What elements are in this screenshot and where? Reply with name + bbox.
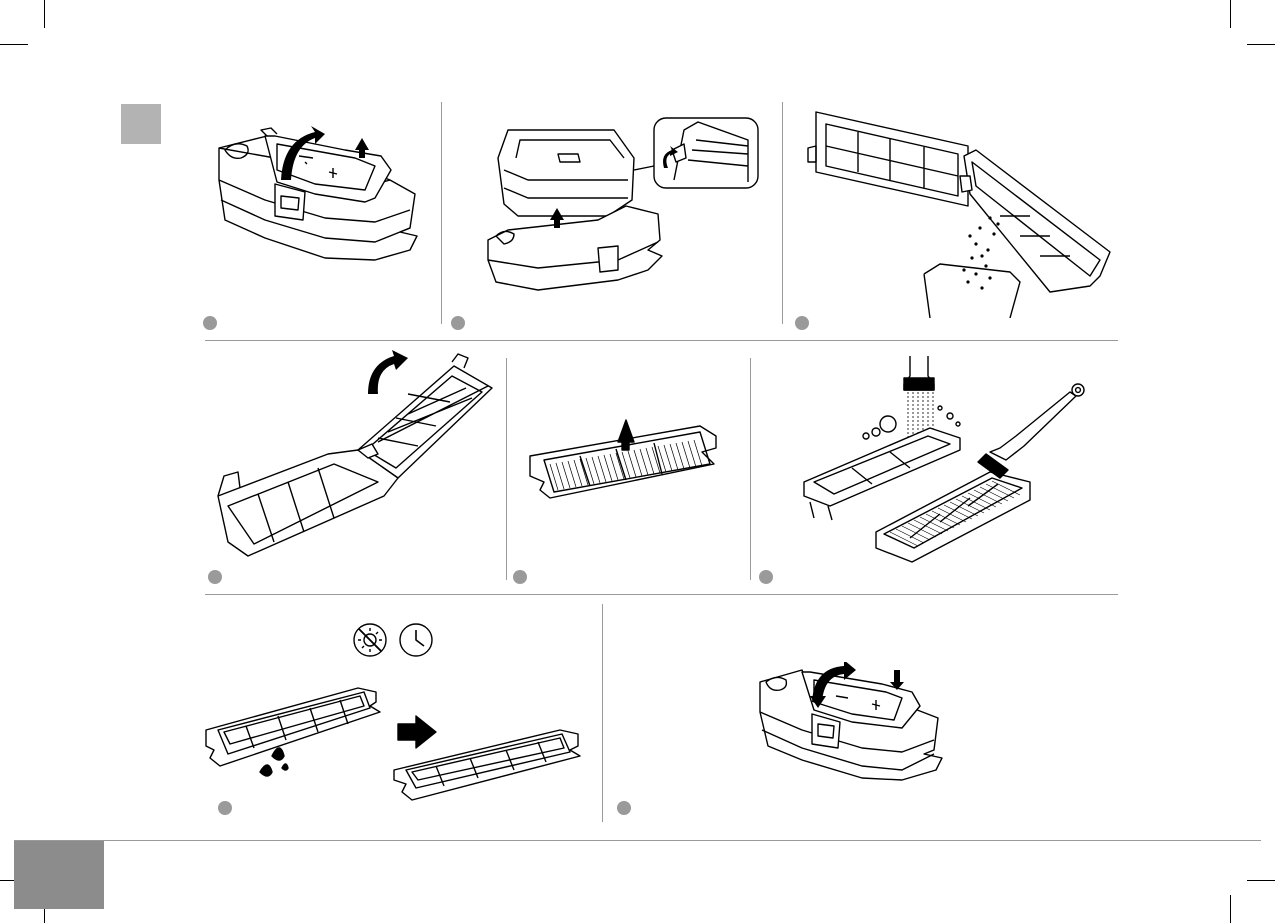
step-marker-4	[208, 570, 222, 584]
section-tab	[121, 104, 161, 144]
dustbin-lid-open-icon	[205, 110, 435, 310]
clock-icon	[400, 624, 432, 656]
crop-mark	[1247, 880, 1275, 881]
no-sunlight-icon	[354, 624, 386, 656]
reinstall-dustbin-icon	[752, 662, 972, 794]
crop-mark	[0, 44, 28, 45]
dustbin-lift-out-icon	[448, 110, 778, 310]
air-dry-filter-icon	[200, 610, 596, 820]
step-1-illustration	[205, 110, 435, 310]
col-divider	[506, 358, 507, 580]
crop-mark	[1230, 895, 1231, 923]
col-divider	[782, 102, 783, 324]
rinse-and-brush-icon	[800, 352, 1100, 576]
open-filter-cover-icon	[208, 346, 500, 566]
crop-mark	[1247, 44, 1275, 45]
step-6-illustration	[800, 352, 1100, 576]
step-marker-8	[617, 801, 631, 815]
step-4-illustration	[208, 346, 500, 566]
step-5-illustration	[520, 406, 730, 516]
step-marker-2	[451, 316, 465, 330]
step-marker-3	[795, 316, 809, 330]
footer-rule	[14, 840, 1261, 841]
step-marker-1	[203, 316, 217, 330]
crop-mark	[1230, 0, 1231, 28]
page-number-block	[14, 841, 104, 909]
step-7-illustration	[200, 610, 596, 820]
row-divider-2	[205, 594, 1118, 595]
step-3-illustration	[800, 106, 1118, 318]
crop-mark	[44, 0, 45, 28]
empty-dustbin-icon	[800, 106, 1118, 318]
step-marker-6	[759, 570, 773, 584]
step-marker-5	[513, 570, 527, 584]
col-divider	[602, 604, 603, 822]
col-divider	[441, 102, 442, 324]
row-divider-1	[205, 340, 1118, 341]
col-divider	[750, 358, 751, 580]
remove-filter-icon	[520, 406, 730, 516]
step-2-illustration	[448, 110, 778, 310]
step-8-illustration	[752, 662, 972, 794]
